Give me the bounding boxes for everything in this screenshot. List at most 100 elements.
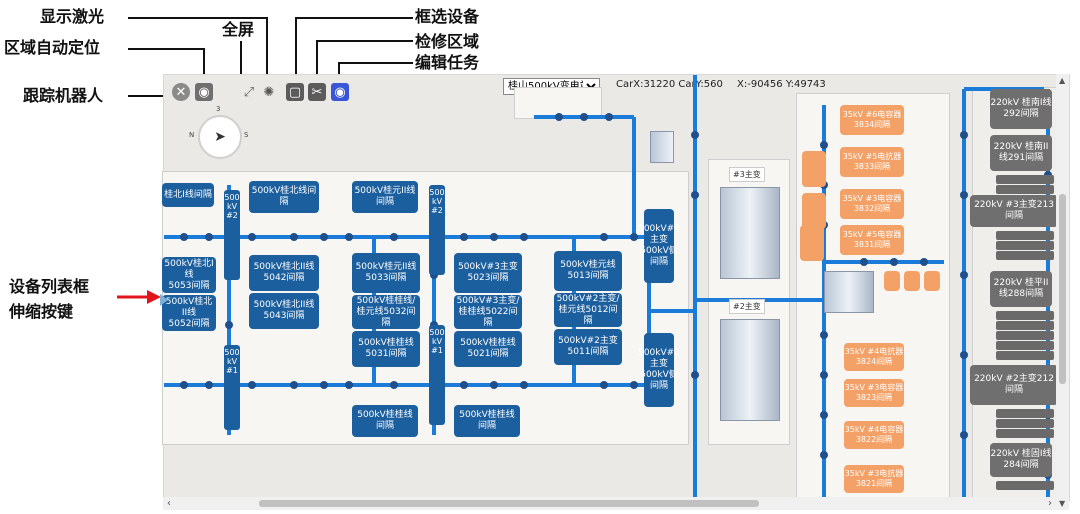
leader-edit (338, 62, 413, 64)
leader-fullscreen (240, 41, 242, 79)
transformer-2-icon[interactable] (720, 319, 780, 421)
compass-s: S (244, 131, 249, 139)
compass-number: 3 (216, 105, 221, 113)
horizontal-scroll-thumb[interactable] (259, 500, 759, 507)
bay-orange-small-6[interactable] (924, 271, 940, 291)
bay-5021[interactable]: 500kV桂桂线 5021间隔 (454, 331, 522, 367)
bay-guibei-line[interactable]: 500kV桂北线间隔 (249, 181, 319, 213)
bay-5012[interactable]: 500kV#2主变/桂元线5012间隔 (554, 293, 622, 327)
bay-3832[interactable]: 35kV #3电容器3832间隔 (840, 189, 904, 219)
bay-3821[interactable]: 35kV #3电抗器3821间隔 (844, 465, 904, 493)
bay-5022[interactable]: 500kV#3主变/桂桂线5022间隔 (454, 295, 522, 329)
bay-288[interactable]: 220kV 桂平II线288间隔 (990, 271, 1052, 307)
scroll-right-icon[interactable]: › (1048, 498, 1052, 509)
vertical-scroll-thumb[interactable] (1059, 194, 1066, 384)
triangle-right-icon[interactable] (160, 294, 168, 306)
bay-5043[interactable]: 500kV桂北II线 5043间隔 (249, 293, 319, 329)
leader-area-v (203, 48, 205, 80)
bay-3main-500kv[interactable]: 500kV#3主变500kV侧间隔 (638, 209, 680, 283)
bay-sub-14[interactable] (996, 481, 1054, 490)
box-select-icon[interactable]: ▢ (286, 83, 304, 101)
bay-guibei-5052[interactable]: 500kV桂北II线 5052间隔 (162, 295, 216, 331)
annotation-box-select: 框选设备 (415, 7, 480, 26)
leader-repair (316, 40, 413, 42)
scroll-up-icon[interactable]: ▲ (1059, 76, 1066, 85)
bay-orange-small-4[interactable] (884, 271, 900, 291)
bay-284[interactable]: 220kV 桂固I线284间隔 (990, 443, 1052, 477)
transformer-3-icon[interactable] (720, 187, 780, 279)
bay-3824[interactable]: 35kV #4电抗器3824间隔 (844, 343, 904, 371)
bay-sub-1[interactable] (996, 175, 1054, 184)
vbay-1[interactable]: 500kV#2 (224, 190, 240, 280)
bay-orange-small-5[interactable] (904, 271, 920, 291)
station-header-panel (514, 87, 602, 119)
bay-sub-3[interactable] (996, 231, 1054, 240)
bay-sub-10[interactable] (996, 351, 1054, 360)
laser-icon[interactable]: ✺ (263, 84, 275, 100)
bay-sub-9[interactable] (996, 341, 1054, 350)
fullscreen-icon[interactable]: ⤢ (243, 84, 255, 100)
compass-n: N (189, 131, 195, 139)
transformer-2-label: #2主变 (729, 299, 765, 314)
bay-sub-11[interactable] (996, 409, 1054, 418)
eye-icon[interactable]: ◉ (331, 83, 349, 101)
bay-3833[interactable]: 35kV #5电抗器3833间隔 (840, 147, 904, 177)
vbay-2[interactable]: 500kV#1 (224, 345, 240, 430)
bay-292[interactable]: 220kV 桂南I线292间隔 (990, 89, 1052, 129)
bay-3831[interactable]: 35kV #5电容器3831间隔 (840, 225, 904, 255)
bay-5013[interactable]: 500kV桂元线 5013间隔 (554, 251, 622, 291)
bay-sub-2[interactable] (996, 185, 1054, 194)
leader-area (128, 48, 204, 50)
bay-guibei-5053[interactable]: 500kV桂北I线 5053间隔 (162, 257, 216, 293)
pointer-arrow-icon (117, 290, 161, 304)
car-coords: CarX:31220 CarY:560 (616, 79, 723, 90)
bay-guigui-1[interactable]: 500kV桂桂线间隔 (352, 405, 418, 437)
bay-sub-6[interactable] (996, 311, 1054, 320)
leader-repair-v (316, 40, 318, 79)
bay-3823[interactable]: 35kV #3电容器3823间隔 (844, 379, 904, 407)
bay-sub-13[interactable] (996, 429, 1054, 438)
annotation-edit-task: 编辑任务 (415, 53, 480, 72)
bay-212[interactable]: 220kV #2主变212间隔 (970, 365, 1058, 405)
bay-291[interactable]: 220kV 桂南II线291间隔 (990, 135, 1052, 171)
locate-icon[interactable]: ◉ (195, 83, 213, 101)
vbay-3[interactable]: 500kV#2 (429, 185, 445, 275)
leader-track (128, 95, 170, 97)
bay-213[interactable]: 220kV #3主变213间隔 (970, 195, 1058, 227)
annotation-fullscreen: 全屏 (222, 20, 255, 39)
bay-5031[interactable]: 500kV桂桂线 5031间隔 (352, 331, 420, 367)
bay-sub-4[interactable] (996, 241, 1054, 250)
leader-box-v (295, 17, 297, 79)
bay-guigui-2[interactable]: 500kV桂桂线间隔 (454, 405, 520, 437)
bay-3834[interactable]: 35kV #6电容器3834间隔 (840, 105, 904, 135)
vbay-4[interactable]: 500kV#1 (429, 325, 445, 425)
bay-2main-500kv[interactable]: 500kV#2主变500kV侧间隔 (638, 333, 680, 407)
bay-orange-small-3[interactable] (800, 225, 824, 261)
horizontal-scrollbar[interactable]: ‹ › (163, 497, 1056, 510)
scroll-down-icon[interactable]: ▼ (1059, 499, 1066, 508)
bay-3822[interactable]: 35kV #4电容器3822间隔 (844, 421, 904, 449)
bay-guibei-1[interactable]: 桂北I线间隔 (162, 183, 214, 207)
leader-laser-v (266, 17, 268, 79)
bay-sub-8[interactable] (996, 331, 1054, 340)
compass-icon[interactable]: ➤ (198, 115, 242, 159)
bay-5033[interactable]: 500kV桂元II线 5033间隔 (352, 253, 420, 293)
bay-5011[interactable]: 500kV#2主变 5011间隔 (554, 329, 622, 365)
building-icon[interactable] (824, 271, 874, 313)
bay-5023[interactable]: 500kV#3主变 5023间隔 (454, 253, 522, 293)
bay-5042[interactable]: 500kV桂北II线 5042间隔 (249, 255, 319, 291)
bay-orange-small-2[interactable] (802, 193, 826, 229)
device-icon[interactable] (650, 131, 674, 163)
scroll-left-icon[interactable]: ‹ (167, 498, 171, 509)
close-icon[interactable]: ✕ (172, 83, 190, 101)
bay-sub-5[interactable] (996, 251, 1054, 260)
repair-icon[interactable]: ✂ (308, 83, 326, 101)
substation-map[interactable]: ✕ ◉ ⤢ ✺ ▢ ✂ ◉ 桂山500kV变电站 CarX:31220 CarY… (160, 74, 1070, 504)
vertical-scrollbar[interactable]: ▲ ▼ (1056, 74, 1069, 510)
bay-sub-12[interactable] (996, 419, 1054, 428)
bay-orange-small-1[interactable] (802, 151, 826, 187)
bay-5032[interactable]: 500kV桂桂线/桂元线5032间隔 (352, 295, 420, 329)
bay-sub-7[interactable] (996, 321, 1054, 330)
leader-laser (128, 17, 268, 19)
bay-guiyuan-2[interactable]: 500kV桂元II线间隔 (352, 181, 418, 213)
